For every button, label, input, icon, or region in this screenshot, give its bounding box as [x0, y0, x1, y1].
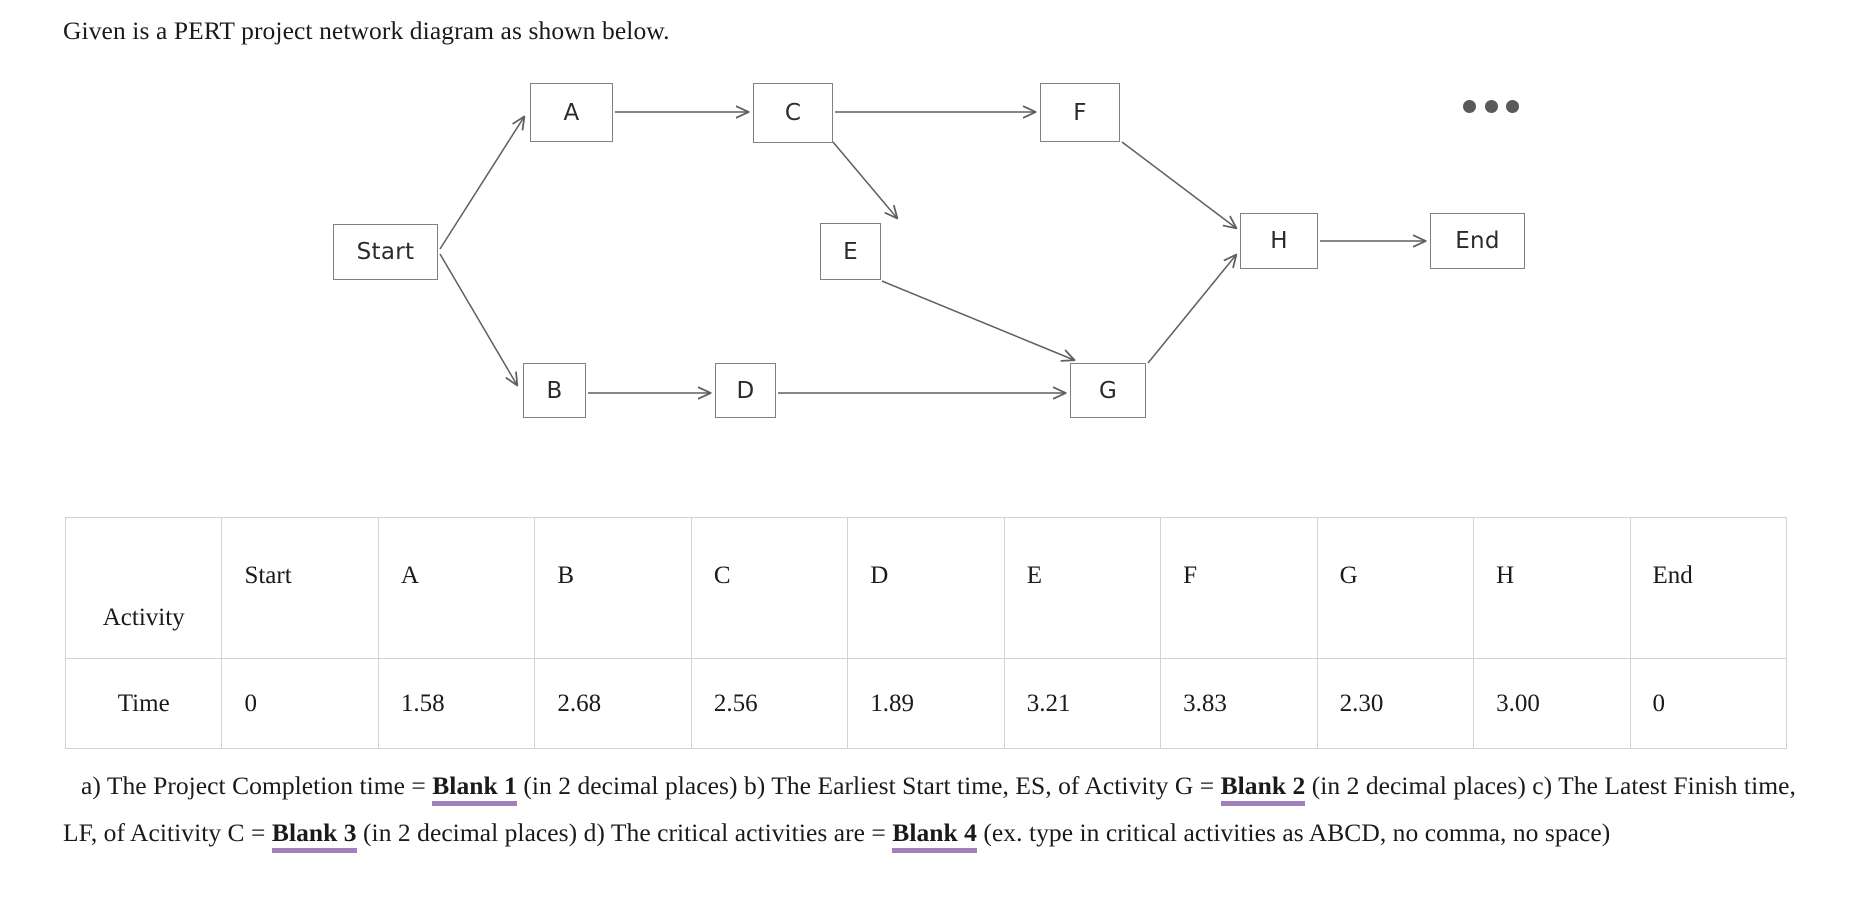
edge-start-a — [439, 117, 524, 250]
header-cell-b: B — [534, 517, 692, 659]
header-cell-g: G — [1316, 517, 1475, 659]
time-cell-h: 3.00 — [1473, 658, 1631, 749]
edge-c-e — [832, 141, 897, 218]
activity-time-table: Activity Start A B C D E F G H End Time … — [64, 517, 1788, 749]
node-b-label: B — [546, 377, 563, 404]
kebab-dot-1 — [1463, 99, 1476, 113]
row-header-time: Time — [64, 658, 223, 749]
header-cell-e: E — [1003, 517, 1162, 659]
node-d-label: D — [736, 377, 755, 404]
node-h-label: H — [1270, 228, 1288, 254]
time-cell-e: 3.21 — [1003, 658, 1162, 749]
node-g-label: G — [1098, 377, 1118, 404]
node-e[interactable]: E — [820, 223, 881, 280]
time-cell-d: 1.89 — [847, 658, 1005, 749]
node-start-label: Start — [356, 239, 415, 265]
blank-2[interactable]: Blank 2 — [1220, 771, 1306, 806]
node-start[interactable]: Start — [333, 224, 438, 280]
node-end-label: End — [1455, 228, 1500, 254]
pert-network-diagram: Start A C F E H End B D G — [0, 55, 1851, 435]
node-a-label: A — [563, 99, 580, 126]
time-cell-b: 2.68 — [534, 658, 692, 749]
row-header-activity: Activity — [64, 517, 223, 659]
time-cell-c: 2.56 — [690, 658, 849, 749]
question-paragraph: a) The Project Completion time = Blank 1… — [63, 762, 1803, 856]
header-cell-c: C — [690, 517, 849, 659]
node-g[interactable]: G — [1070, 363, 1146, 418]
time-cell-g: 2.30 — [1316, 658, 1475, 749]
time-cell-a: 1.58 — [377, 658, 536, 749]
header-cell-f: F — [1160, 517, 1318, 659]
table-row-time: Time 0 1.58 2.68 2.56 1.89 3.21 3.83 2.3… — [64, 658, 1788, 749]
header-cell-start: Start — [221, 517, 379, 659]
header-cell-a: A — [377, 517, 536, 659]
header-cell-h: H — [1473, 517, 1631, 659]
blank-4[interactable]: Blank 4 — [892, 818, 977, 853]
blank-3[interactable]: Blank 3 — [271, 818, 357, 853]
edge-f-h — [1121, 141, 1236, 228]
node-a[interactable]: A — [530, 83, 613, 142]
node-b[interactable]: B — [523, 363, 586, 418]
node-h[interactable]: H — [1240, 213, 1318, 269]
edge-start-b — [439, 253, 517, 385]
edge-g-h — [1147, 255, 1236, 364]
blank-1[interactable]: Blank 1 — [432, 771, 517, 806]
more-options-icon[interactable] — [1463, 95, 1519, 117]
diagram-edges-layer — [439, 55, 1851, 435]
kebab-dot-3 — [1506, 99, 1519, 113]
header-cell-end: End — [1629, 517, 1788, 659]
intro-paragraph: Given is a PERT project network diagram … — [63, 16, 670, 45]
edge-e-g — [881, 280, 1074, 360]
kebab-dot-2 — [1484, 99, 1498, 113]
node-f-label: F — [1073, 99, 1087, 126]
time-cell-f: 3.83 — [1160, 658, 1318, 749]
node-c[interactable]: C — [753, 83, 833, 143]
node-c-label: C — [784, 100, 802, 126]
node-f[interactable]: F — [1040, 83, 1120, 142]
node-d[interactable]: D — [715, 363, 776, 418]
node-e-label: E — [843, 238, 858, 265]
header-cell-d: D — [847, 517, 1005, 659]
time-cell-end: 0 — [1629, 658, 1788, 749]
time-cell-start: 0 — [221, 658, 379, 749]
node-end[interactable]: End — [1430, 213, 1525, 269]
table-row-activity: Activity Start A B C D E F G H End — [64, 517, 1788, 659]
